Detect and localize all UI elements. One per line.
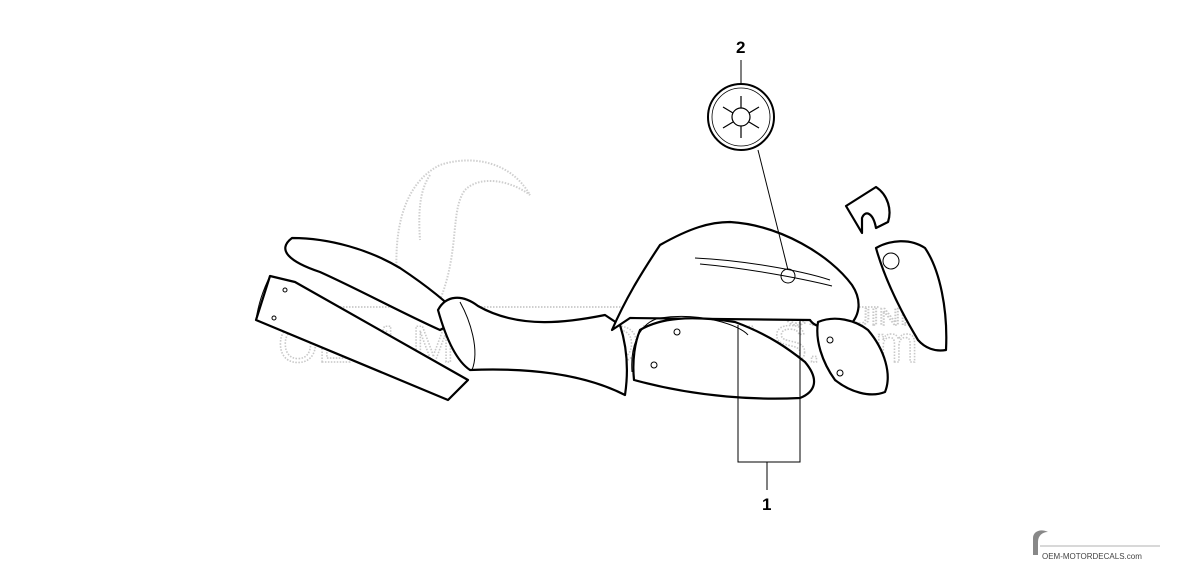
footer-logo: [1033, 530, 1160, 555]
part-right-panel[interactable]: [816, 317, 889, 396]
part-side-panel[interactable]: [631, 316, 816, 400]
tuning-fork-logo-icon: [722, 96, 760, 138]
part-seat-frame[interactable]: [436, 296, 628, 397]
leader-lines: [737, 60, 801, 490]
part-muffler-decal[interactable]: [254, 274, 470, 402]
callout-2: 2: [736, 38, 746, 57]
part-tail-cover[interactable]: [284, 236, 464, 332]
callout-1: 1: [762, 495, 772, 514]
part-small-cover[interactable]: [844, 185, 891, 235]
watermark-bird-icon: [395, 159, 531, 306]
part-fuel-tank[interactable]: [610, 220, 860, 332]
part-right-fairing[interactable]: [874, 240, 948, 352]
part-emblem[interactable]: [707, 83, 775, 151]
footer-logo-text: OEM-MOTORDECALS.com: [1042, 552, 1142, 561]
